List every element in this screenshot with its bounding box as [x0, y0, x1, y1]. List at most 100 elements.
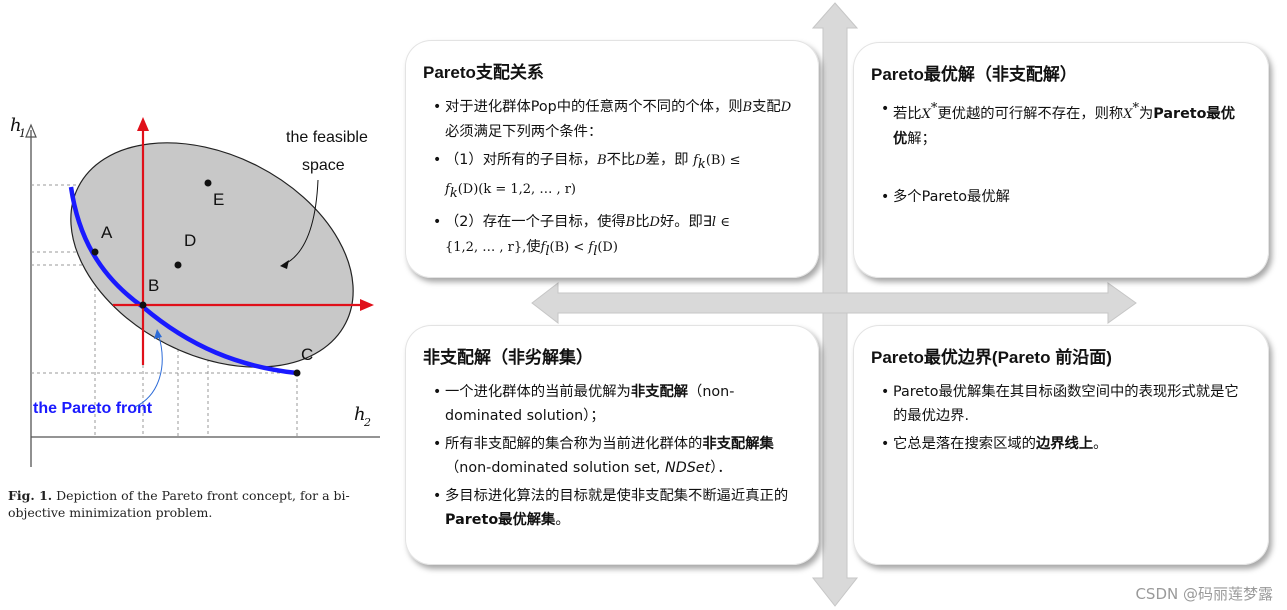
text: 它总是落在搜索区域的 [893, 436, 1036, 452]
text: 一个进化群体的当前最优解为 [445, 384, 631, 400]
bullet-list: 对于进化群体Pop中的任意两个不同的个体，则B支配D必须满足下列两个条件： （1… [423, 95, 801, 264]
h1-axis-arrow [25, 123, 37, 138]
list-item: 所有非支配解的集合称为当前进化群体的非支配解集 （non-dominated so… [433, 432, 801, 480]
label-d: D [184, 231, 196, 250]
text: 支配 [752, 99, 781, 115]
math: f [445, 181, 450, 197]
watermark: CSDN @码丽莲梦露 [1135, 585, 1273, 603]
point-e [204, 179, 212, 187]
card-pareto-optimal: Pareto最优解（非支配解） 若比X*更优越的可行解不存在，则称X*为Pare… [853, 42, 1269, 278]
bold-text: 非支配解集 [702, 436, 774, 452]
text: 使 [526, 238, 541, 255]
math: (B) < [549, 239, 589, 255]
point-d [174, 261, 182, 269]
math-sup: * [930, 101, 938, 116]
card-title: Pareto支配关系 [423, 63, 544, 82]
feasible-pointer [282, 179, 319, 266]
label-e: E [213, 190, 224, 209]
text: 多个Pareto最优解 [893, 188, 1010, 205]
text: 比 [635, 213, 650, 230]
math-sub: k [449, 185, 458, 201]
italic-text: NDSet [665, 460, 711, 476]
text: 为 [1138, 105, 1154, 122]
bold-text: Pareto最优 [1153, 105, 1236, 122]
caption-label: Fig. 1. [8, 488, 53, 503]
feasible-space [70, 142, 354, 368]
text: 差，即 [645, 152, 694, 168]
red-vertical-arrow [137, 117, 149, 131]
figure-caption: Fig. 1. Depiction of the Pareto front co… [8, 487, 398, 521]
h1-subscript: 1 [19, 127, 26, 140]
math-var: B [597, 153, 607, 168]
math: (D) [597, 239, 618, 255]
feasible-label-line2: space [302, 157, 345, 174]
math-var: l [711, 214, 717, 230]
bold-text: 非支配解 [630, 384, 689, 400]
h1-label: h [10, 115, 22, 136]
list-item: 它总是落在搜索区域的边界线上。 [881, 432, 1251, 456]
card-non-dominated: 非支配解（非劣解集） 一个进化群体的当前最优解为非支配解（non-dominat… [405, 325, 819, 565]
text: （non-dominated solution set, [445, 460, 665, 476]
bullet-list: 一个进化群体的当前最优解为非支配解（non-dominated solution… [423, 380, 801, 532]
text: 多目标进化算法的目标就是使非支配集不断逼近真正的 [445, 488, 789, 504]
math-var: D [635, 153, 646, 168]
card-title: Pareto最优解（非支配解） [871, 65, 1077, 84]
text: ）． [710, 460, 732, 476]
pareto-pointer [134, 332, 163, 408]
math-var: D [649, 214, 660, 230]
math-var: D [780, 100, 792, 115]
math: f [540, 239, 546, 255]
card-title: 非支配解（非劣解集） [423, 348, 593, 367]
label-a: A [101, 223, 113, 242]
red-horizontal-arrow [360, 299, 374, 311]
math-var: X [921, 106, 931, 122]
math-var: B [625, 214, 636, 230]
point-b [139, 301, 147, 309]
point-c [293, 369, 301, 377]
feasible-pointer-head [280, 260, 289, 269]
label-b: B [148, 276, 159, 295]
list-item: Pareto最优解集在其目标函数空间中的表现形式就是它的最优边界. [881, 380, 1251, 428]
math-sub: l [545, 243, 550, 259]
bold-text: 优 [893, 130, 908, 147]
list-item: （2）存在一个子目标，使得B比D好。即∃l ∈{1,2, … , r},使fl(… [433, 210, 801, 264]
text: 。 [555, 512, 570, 528]
math-sup: * [1132, 101, 1139, 116]
text: （non-dominated solution）； [445, 384, 735, 424]
math: f [588, 239, 594, 255]
text: 解； [907, 130, 936, 147]
label-c: C [301, 345, 313, 364]
card-pareto-dominance: Pareto支配关系 对于进化群体Pop中的任意两个不同的个体，则B支配D必须满… [405, 40, 819, 278]
text: 必须满足下列两个条件： [445, 124, 603, 140]
card-pareto-front: Pareto最优边界(Pareto 前沿面) Pareto最优解集在其目标函数空… [853, 325, 1269, 565]
text: 若比 [893, 105, 922, 122]
text: 对于进化群体Pop中的任意两个不同的个体，则 [445, 99, 743, 115]
math: (B) ≤ [705, 153, 741, 168]
point-a [91, 248, 99, 256]
text: 好。即∃ [659, 213, 712, 230]
text: 不比 [606, 152, 636, 168]
list-item: （1）对所有的子目标，B不比D差，即 fk(B) ≤fk(D)(k = 1,2,… [433, 148, 801, 206]
text: Pareto最优解集在其目标函数空间中的表现形式就是它的最优边界. [893, 384, 1239, 424]
text: （1）对所有的子目标， [445, 152, 598, 168]
math: (D)(k = 1,2, … , r) [457, 181, 576, 197]
card-title: Pareto最优边界(Pareto 前沿面) [871, 348, 1112, 367]
bold-text: 边界线上 [1035, 436, 1094, 452]
text: 更优越的可行解不存在，则称 [937, 105, 1124, 122]
bullet-list: Pareto最优解集在其目标函数空间中的表现形式就是它的最优边界. 它总是落在搜… [871, 380, 1251, 456]
feasible-label-line1: the feasible [286, 129, 368, 146]
list-item: 多个Pareto最优解 [881, 185, 1251, 209]
quadrant-arrows [531, 2, 1137, 607]
text: 所有非支配解的集合称为当前进化群体的 [445, 436, 703, 452]
pareto-figure: A B C D E the feasible space the Pareto … [0, 95, 400, 540]
text: （2）存在一个子目标，使得 [445, 213, 626, 230]
list-item: 多目标进化算法的目标就是使非支配集不断逼近真正的Pareto最优解集。 [433, 484, 801, 532]
math: f [693, 153, 698, 168]
math-sub: k [697, 156, 706, 172]
caption-text: Depiction of the Pareto front concept, f… [8, 488, 350, 520]
pareto-front-label: the Pareto front [33, 400, 153, 417]
math: {1,2, … , r}, [445, 239, 527, 255]
math: ∈ [716, 214, 730, 230]
horizontal-double-arrow [531, 281, 1137, 325]
